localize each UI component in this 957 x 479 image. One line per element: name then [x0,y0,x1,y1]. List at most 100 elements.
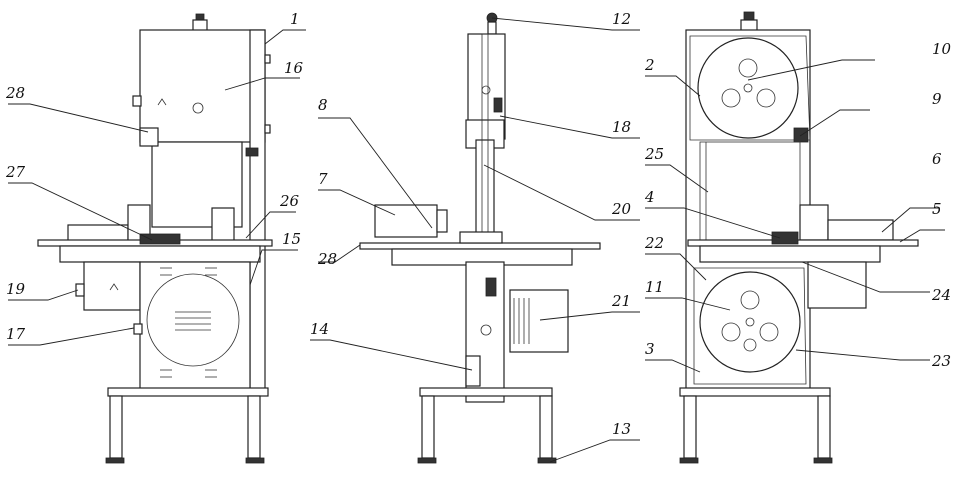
open-tension-knob [743,11,755,21]
open-leg-right [817,395,831,459]
scraper [465,355,481,387]
side-view [359,12,601,464]
upper-wheel [697,37,799,139]
callout-23: 23 [931,352,951,370]
leg-left [109,395,123,459]
lower-latch [133,323,143,335]
table-stop [211,207,235,244]
side-motor [509,289,569,353]
foot-right [245,457,265,464]
lower-wheel-hole-d [743,338,757,352]
upper-wheel-hub [743,83,753,93]
motor-fins [513,298,530,344]
open-table-carriage [699,245,881,263]
side-foot-left [417,457,437,464]
hinge-mid [264,124,271,134]
callout-28-front: 28 [5,84,25,102]
open-base [679,387,831,397]
callout-10: 10 [932,40,952,58]
callout-20: 20 [611,200,632,218]
side-lower-hub [480,324,492,336]
callout-1: 1 [290,10,300,28]
blade-guide-post [475,139,495,241]
upper-wheel-hole-b [721,88,741,108]
upper-wheel-cover [139,29,266,143]
callout-11: 11 [645,278,664,296]
upper-guide [139,127,159,147]
blade-tension-indicator [245,147,259,157]
front-view [37,13,273,464]
leader-lines [8,17,945,463]
vent-slots [160,267,217,378]
callout-6: 6 [932,150,942,168]
callout-27: 27 [5,163,26,181]
callout-7: 7 [318,170,328,188]
front-frame-column [249,29,266,396]
callout-9: 9 [932,90,942,108]
motor-arrow [109,283,119,291]
callout-25: 25 [644,145,664,163]
callout-15: 15 [282,230,301,248]
callout-14: 14 [310,320,329,338]
open-leg-left [683,395,697,459]
open-motor [807,261,867,309]
leg-right [247,395,261,459]
open-fence-bracket [799,204,829,241]
open-foot-right [813,457,833,464]
motor [83,261,141,311]
callout-12: 12 [612,10,631,28]
side-table-guide [459,231,503,244]
side-table [359,242,601,250]
side-leg-left [421,395,435,459]
base-frame [107,387,269,397]
upper-wheel-hole-c [756,88,776,108]
lower-wheel-hole-b [721,322,741,342]
callout-19: 19 [6,280,26,298]
lower-wheel-hole-c [759,322,779,342]
foot-left [105,457,125,464]
side-knob-stem [487,21,497,35]
side-leg-right [539,395,553,459]
table-carriage [59,245,261,263]
callout-28-side: 28 [317,250,337,268]
callout-18: 18 [612,118,631,136]
lower-blade-guide [771,231,799,245]
hinge-top [264,54,271,64]
side-latch [132,95,142,107]
side-lower-latch [485,277,497,297]
callout-5: 5 [932,200,942,218]
callout-24: 24 [931,286,951,304]
open-foot-left [679,457,699,464]
blade-guide-lower [139,233,181,245]
lower-wheel-hole-a [740,290,760,310]
open-view [679,11,919,464]
callout-21: 21 [611,292,631,310]
upper-wheel-hole-a [738,58,758,78]
callout-2: 2 [644,56,655,74]
callout-3: 3 [645,340,655,358]
side-base [419,387,553,397]
callout-labels: 1 16 28 27 26 15 19 17 8 7 28 12 18 20 2… [5,10,952,438]
callout-26: 26 [279,192,300,210]
motor-switch [75,283,85,297]
arrow-mark [157,98,167,106]
lower-wheel [699,271,801,373]
callout-4: 4 [644,188,655,206]
callout-17: 17 [6,325,26,343]
tension-lever [493,97,503,113]
lower-wheel-hub [745,317,755,327]
tension-knob [195,13,205,21]
open-table [687,239,919,247]
open-push-fence [827,219,894,241]
cover-knob [192,102,204,114]
lower-wheel-cover [139,261,251,393]
callout-8: 8 [318,96,328,114]
callout-13: 13 [612,420,631,438]
pusher-plate [436,209,448,233]
lower-wheel-housing [693,267,807,385]
lower-cover-vent-circle [146,273,240,367]
upper-wheel-housing [689,35,811,141]
callout-22: 22 [644,234,664,252]
